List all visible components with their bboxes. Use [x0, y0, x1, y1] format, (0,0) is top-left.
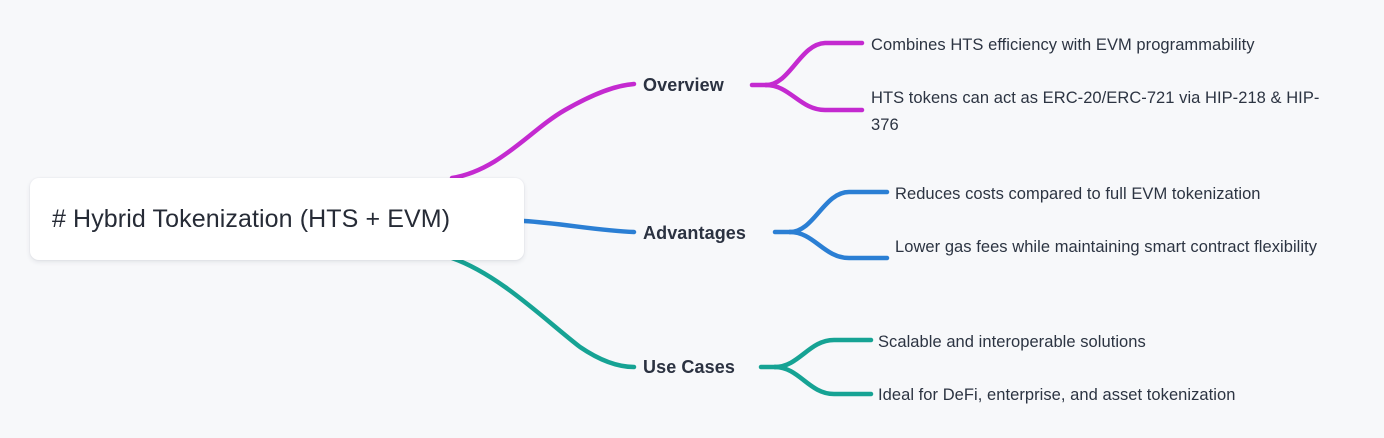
edge-advantages-to-leaf-2	[787, 229, 890, 261]
edge-root-to-overview	[449, 81, 637, 181]
root-node[interactable]: # Hybrid Tokenization (HTS + EVM)	[30, 178, 524, 260]
leaf-label-advantages-2[interactable]: Lower gas fees while maintaining smart c…	[895, 238, 1318, 256]
edge-root-to-advantages	[521, 218, 637, 235]
root-node-label: # Hybrid Tokenization (HTS + EVM)	[52, 204, 451, 233]
edge-root-to-usecases	[449, 255, 637, 370]
edge-usecases-to-leaf-2	[772, 364, 874, 397]
edge-overview-to-leaf-1	[763, 40, 865, 88]
leaf-label-use-cases-1[interactable]: Scalable and interoperable solutions	[878, 333, 1146, 351]
leaf-label-overview-2[interactable]: HTS tokens can act as ERC-20/ERC-721 via…	[871, 89, 1320, 134]
branch-label-advantages[interactable]: Advantages	[643, 223, 747, 243]
leaf-label-use-cases-2[interactable]: Ideal for DeFi, enterprise, and asset to…	[878, 386, 1236, 404]
edge-usecases-to-leaf-1	[772, 337, 874, 370]
edge-overview-to-leaf-2	[763, 82, 865, 113]
branch-label-use-cases[interactable]: Use Cases	[643, 357, 735, 377]
leaf-label-overview-1[interactable]: Combines HTS efficiency with EVM program…	[871, 36, 1255, 54]
branch-label-overview[interactable]: Overview	[643, 75, 724, 95]
edge-advantages-to-leaf-1	[787, 189, 890, 235]
leaf-label-advantages-1[interactable]: Reduces costs compared to full EVM token…	[895, 185, 1261, 203]
